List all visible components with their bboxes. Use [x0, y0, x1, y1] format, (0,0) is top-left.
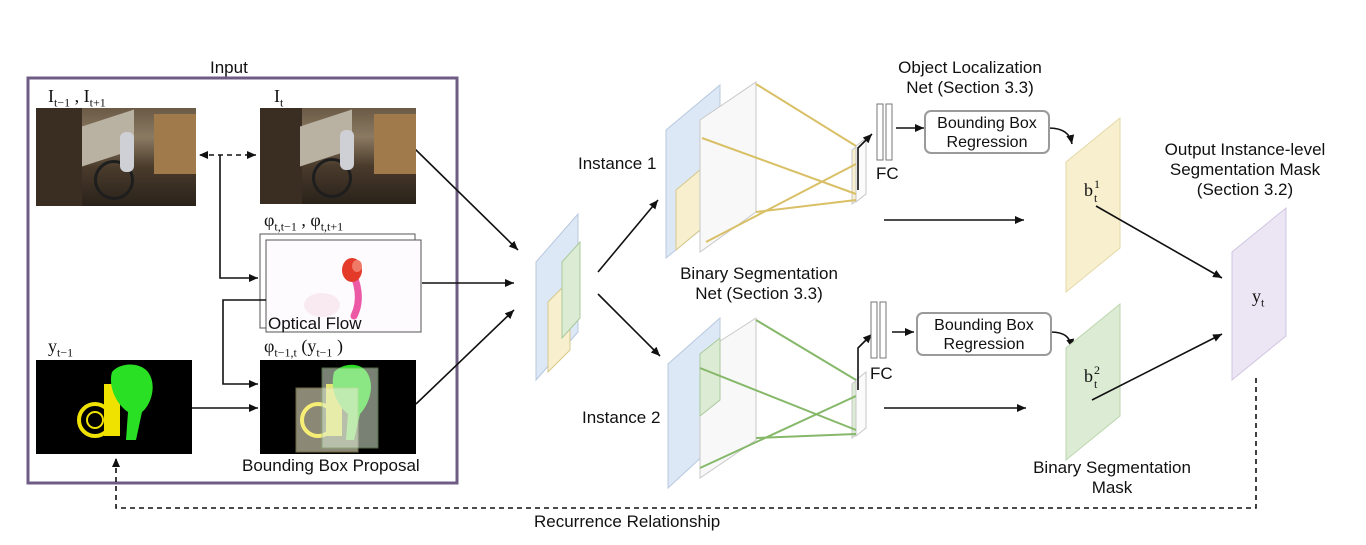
- yt-label-main: y: [1252, 286, 1261, 306]
- recurrence-label: Recurrence Relationship: [534, 512, 721, 531]
- b1-label-sup: 1: [1094, 177, 1100, 191]
- optical-flow-label: φt,t−1 , φt,t+1: [264, 210, 343, 237]
- bbox-regression-1-line2: Regression: [946, 134, 1028, 151]
- localization-net-line1: Object Localization: [898, 58, 1042, 77]
- current-frame-label-main: I: [274, 86, 280, 106]
- previous-mask-label: yt−1: [48, 336, 73, 363]
- bbox-regression-1-line1: Bounding Box: [937, 115, 1037, 132]
- b1-to-output-arrow: [1095, 205, 1223, 279]
- fc-label-2: FC: [870, 364, 893, 383]
- output-title-line2: Segmentation Mask: [1169, 160, 1321, 179]
- neighbor-frames-label-sep: , I: [70, 86, 90, 106]
- previous-mask-shapes: [77, 364, 153, 440]
- yt-label-sub: t: [1261, 295, 1265, 310]
- neighbor-frames-label-sub2: t+1: [89, 95, 106, 110]
- yt-label: yt: [1252, 286, 1264, 313]
- frame-to-block-arrow: [413, 147, 519, 251]
- bbox-regression-2-line2: Regression: [943, 336, 1025, 353]
- binary-net-line2: Net (Section 3.3): [695, 284, 823, 303]
- optical-flow-visual: [304, 258, 362, 320]
- input-title: Input: [210, 58, 248, 77]
- instance2-label: Instance 2: [582, 408, 661, 427]
- instance1-network: [665, 81, 1075, 260]
- b2-to-output-arrow: [1091, 333, 1223, 401]
- instance2-network: [667, 301, 1075, 490]
- proposal-to-block-arrow: [415, 309, 515, 405]
- optical-flow-card: [265, 239, 422, 333]
- mask-caption-line2: Mask: [1091, 478, 1133, 497]
- input-frame: [26, 76, 459, 485]
- proposal-label-main: φ: [264, 336, 275, 356]
- bbox-regression-box-2: Bounding Box Regression: [916, 312, 1052, 356]
- proposal-mask-shapes: [295, 364, 379, 453]
- b2-label-sub: t: [1094, 377, 1098, 391]
- output-title-line3: (Section 3.2): [1196, 180, 1294, 199]
- localization-net-line2: Net (Section 3.3): [906, 78, 1034, 97]
- binary-net-line1: Binary Segmentation: [680, 264, 838, 283]
- neighbor-frames-label: It−1 , It+1: [48, 86, 106, 113]
- fc-label-1: FC: [876, 164, 899, 183]
- previous-mask-label-main: y: [48, 336, 57, 356]
- mask-caption: Binary Segmentation Mask: [1012, 458, 1212, 498]
- proposal-label-arg: (y: [296, 336, 317, 356]
- b1-plane: [1065, 116, 1121, 294]
- optical-flow-label-main: φ: [264, 210, 275, 230]
- optical-flow-caption: Optical Flow: [268, 314, 362, 333]
- b1-label-main: b: [1084, 180, 1093, 200]
- current-frame-image: [260, 108, 416, 204]
- shared-feature-block: [535, 212, 581, 382]
- block-to-instance2-arrow: [597, 293, 661, 357]
- output-title-line1: Output Instance-level: [1164, 140, 1326, 159]
- instance1-label: Instance 1: [578, 154, 657, 173]
- b2-plane: [1065, 302, 1121, 462]
- optical-flow-label-sep: , φ: [296, 210, 321, 230]
- block-to-instance1-arrow: [597, 199, 659, 273]
- proposal-label: φt−1,t (yt−1 ): [264, 336, 343, 363]
- proposal-label-sub: t−1,t: [274, 345, 297, 360]
- bbox-regression-2-line1: Bounding Box: [934, 317, 1034, 334]
- optical-flow-label-sub1: t,t−1: [274, 219, 297, 234]
- proposal-caption: Bounding Box Proposal: [242, 456, 420, 475]
- current-frame-label: It: [274, 86, 283, 113]
- b2-label-main: b: [1084, 366, 1093, 386]
- b2-label-sup: 2: [1094, 363, 1100, 377]
- recurrence-arrow: [112, 378, 1257, 509]
- neighbor-frames-label-sub1: t−1: [54, 95, 71, 110]
- neighbor-frames-label-main: I: [48, 86, 54, 106]
- neighbor-frames-image: [36, 108, 196, 206]
- yt-plane: [1231, 206, 1287, 382]
- optical-flow-label-sub2: t,t+1: [320, 219, 344, 234]
- output-title: Output Instance-level Segmentation Mask …: [1150, 140, 1340, 200]
- current-frame-label-sub: t: [280, 95, 284, 110]
- binary-net-label: Binary Segmentation Net (Section 3.3): [664, 264, 854, 304]
- proposal-label-arg-sub: t−1: [316, 345, 333, 360]
- previous-mask-label-sub: t−1: [57, 345, 74, 360]
- mask-caption-line1: Binary Segmentation: [1033, 458, 1191, 477]
- localization-net-label: Object Localization Net (Section 3.3): [878, 58, 1062, 98]
- flow-to-proposal-arrow: [222, 299, 266, 388]
- bbox-regression-box-1: Bounding Box Regression: [924, 110, 1050, 154]
- frames-to-flow-arrow: [219, 155, 258, 282]
- proposal-label-close: ): [332, 336, 343, 356]
- b1-label-sub: t: [1094, 191, 1098, 205]
